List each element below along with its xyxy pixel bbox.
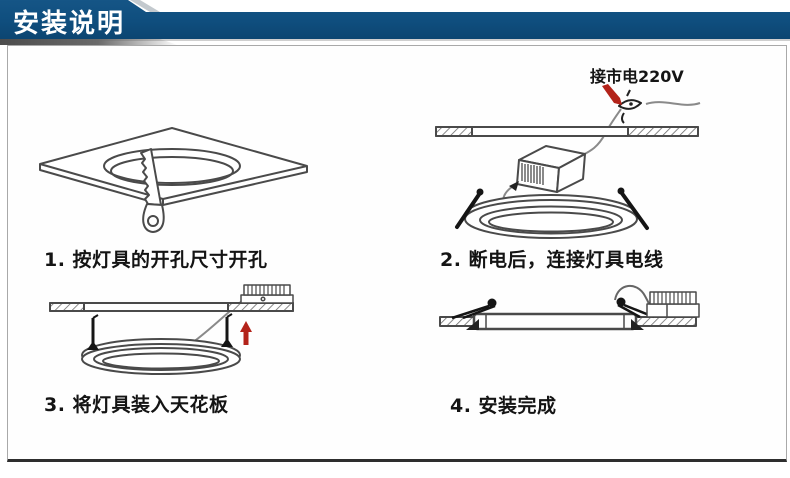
spring-clip-pins-icon [91,313,233,343]
push-up-arrow-icon [240,321,252,345]
mains-voltage-label: 接市电220V [590,67,684,86]
driver-on-ceiling-icon [646,291,700,318]
banner-underline [0,39,790,41]
driver-on-ceiling-icon [240,284,294,304]
wire-joint-icon [618,89,642,124]
step3-caption: 3. 将灯具装入天花板 [44,394,229,416]
step1-caption: 1. 按灯具的开孔尺寸开孔 [44,249,268,271]
content-panel [7,45,787,462]
step2-caption: 2. 断电后，连接灯具电线 [440,249,664,271]
step2-illustration [435,84,701,239]
keyhole-saw-icon [140,148,165,233]
flush-panel-icon [466,312,644,331]
step4-illustration [439,285,700,331]
downlight-icon [455,187,649,239]
step1-illustration [39,127,308,233]
downlight-icon [81,338,241,375]
banner-shadow [0,39,178,45]
step3-illustration [49,284,294,375]
page-title: 安装说明 [13,9,126,39]
step4-caption: 4. 安装完成 [450,395,557,417]
mains-arrow-icon [602,84,622,105]
led-driver-box-icon [509,145,586,193]
